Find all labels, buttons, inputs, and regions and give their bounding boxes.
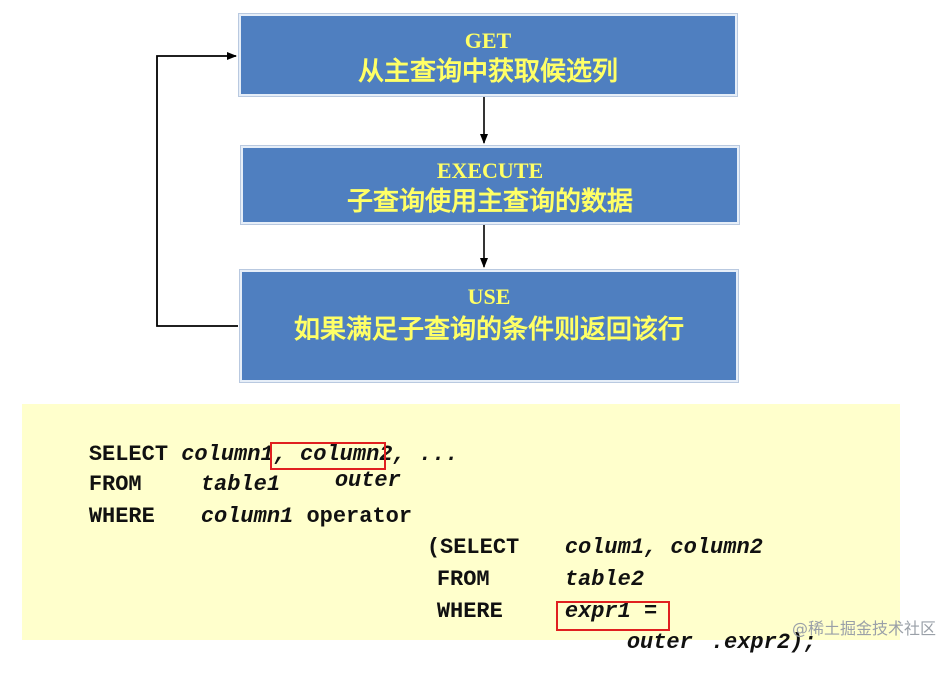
use-step-description: 如果满足子查询的条件则返回该行 (293, 315, 684, 345)
code-line-select: SELECT column1, column2, ... (36, 416, 459, 494)
subquery-where: WHERE (436, 599, 503, 624)
subquery-from: FROM (436, 567, 490, 592)
execute-step-title: EXECUTE (436, 158, 544, 183)
watermark: @稀土掘金技术社区 (791, 619, 936, 638)
subquery-expr1: expr1 = (564, 599, 658, 624)
keyword-from: FROM (88, 472, 142, 497)
get-step-title: GET (464, 28, 512, 53)
where-column: column1 (200, 504, 294, 529)
loop-back-arrow (156, 52, 238, 327)
code-table1-wrap: table1 (148, 446, 280, 524)
code-subwhere-expr: expr1 = (512, 573, 657, 651)
execute-step-box: EXECUTE 子查询使用主查询的数据 (241, 146, 739, 224)
subquery-select: (SELECT (426, 535, 520, 560)
flow-connectors (156, 52, 488, 327)
code-line-where: WHERE (36, 478, 155, 556)
code-line-from: FROM (36, 446, 142, 524)
use-step-title: USE (467, 284, 511, 309)
code-subselect-cols: colum1, column2 (512, 509, 763, 587)
use-step-box: USE 如果满足子查询的条件则返回该行 (240, 270, 738, 382)
table2-name: table2 (564, 567, 645, 592)
code-line-subselect: (SELECT (374, 509, 519, 587)
code-line-subfrom: FROM (384, 541, 490, 619)
subquery-columns: colum1, column2 (564, 535, 763, 560)
sql-code-panel: SELECT column1, column2, ... FROM table1… (22, 404, 900, 655)
outer-ref-highlight (556, 601, 670, 631)
code-line-subwhere: WHERE (384, 573, 503, 651)
get-step-box: GET 从主查询中获取候选列 (239, 14, 737, 96)
table1-name: table1 (200, 472, 281, 497)
execute-step-description: 子查询使用主查询的数据 (346, 187, 633, 217)
code-subfrom-tbl: table2 (512, 541, 644, 619)
outer-alias: outer (334, 468, 401, 493)
where-operator: operator (306, 504, 413, 529)
get-step-description: 从主查询中获取候选列 (357, 57, 618, 87)
keyword-where: WHERE (88, 504, 155, 529)
keyword-select: SELECT (88, 442, 169, 467)
code-outer-wrap: outer (282, 442, 401, 520)
code-where-cond: column1 operator (148, 478, 412, 556)
outer-alias-highlight (270, 442, 386, 470)
select-columns: column1, column2, ... (181, 442, 459, 467)
